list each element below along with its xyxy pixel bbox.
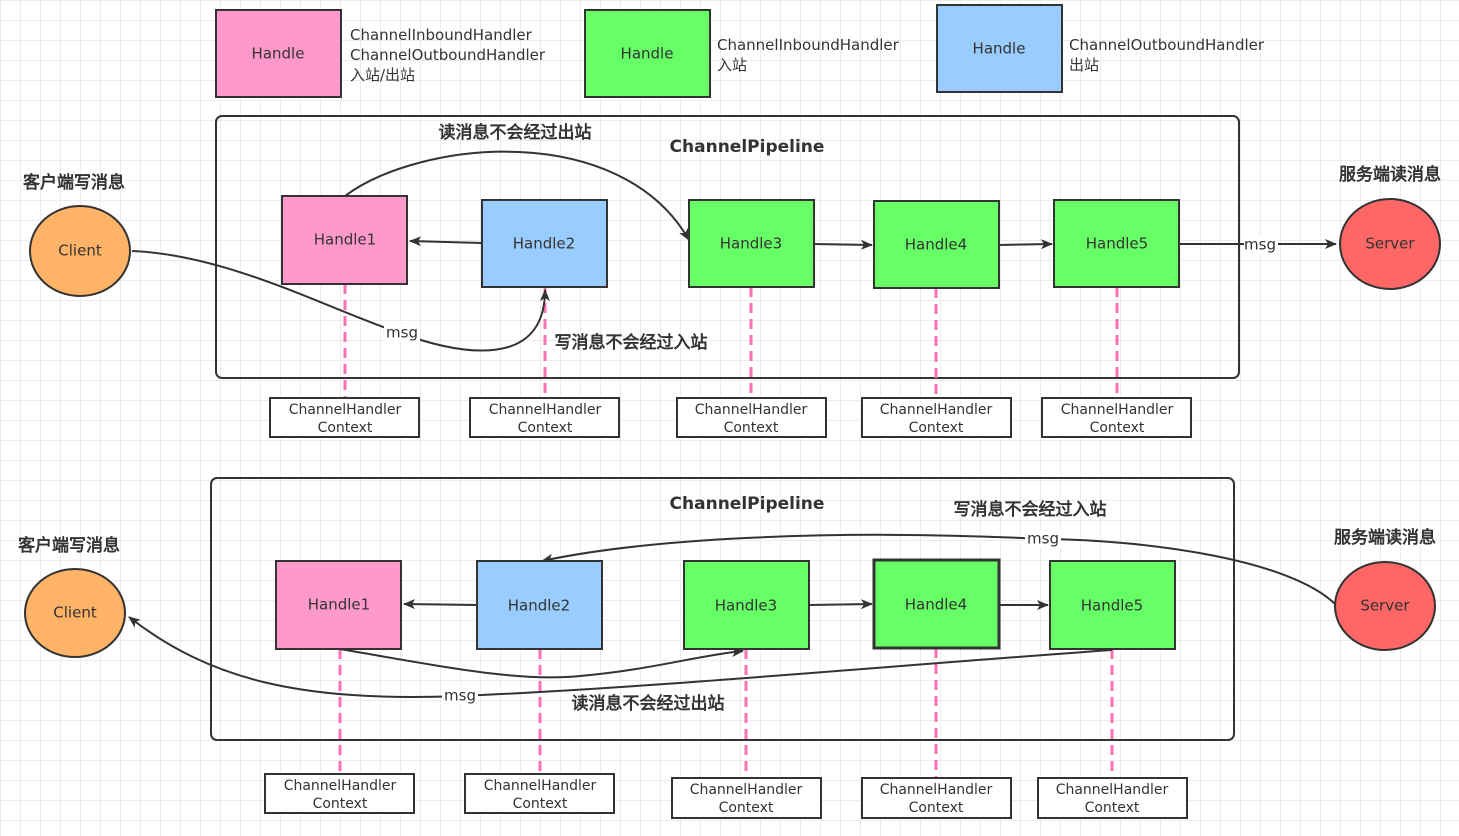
client-caption: 客户端写消息	[17, 535, 120, 556]
legend-text: ChannelOutboundHandler	[350, 46, 546, 64]
legend-inbound: Handle ChannelInboundHandler 入站	[584, 9, 900, 98]
pipeline-frame	[210, 477, 1235, 741]
legend-text: ChannelInboundHandler	[350, 26, 533, 44]
svg-text:Context: Context	[909, 800, 964, 816]
arrow	[813, 239, 873, 250]
handler-label: Handle3	[715, 597, 777, 615]
arrow	[998, 239, 1053, 250]
svg-text:ChannelHandler: ChannelHandler	[1061, 402, 1174, 418]
read-arrow	[128, 616, 1113, 698]
handler-label: Handle3	[720, 235, 782, 253]
legend-box-label: Handle	[621, 45, 674, 63]
msg-label: msg	[1244, 236, 1276, 254]
legend-text: 入站	[717, 56, 747, 74]
svg-text:ChannelHandler: ChannelHandler	[695, 402, 808, 418]
svg-text:Context: Context	[513, 796, 568, 812]
handler-5	[1049, 560, 1176, 650]
svg-text:ChannelHandler: ChannelHandler	[690, 782, 803, 798]
server-node	[1334, 561, 1436, 651]
handler-4	[872, 558, 1001, 650]
pipeline-frame	[215, 115, 1240, 379]
legend-box-inbound	[584, 9, 711, 98]
svg-text:ChannelHandler: ChannelHandler	[880, 782, 993, 798]
server-label: Server	[1365, 235, 1415, 253]
handler-2	[481, 199, 608, 288]
svg-text:Context: Context	[1090, 420, 1145, 436]
svg-text:Context: Context	[909, 420, 964, 436]
write-note: 写消息不会经过入站	[954, 499, 1107, 520]
server-caption: 服务端读消息	[1339, 164, 1441, 185]
handler-label: Handle5	[1086, 235, 1148, 253]
handler-label: Handle1	[308, 596, 370, 614]
read-arrow	[344, 150, 690, 241]
handler-label: Handle5	[1081, 597, 1143, 615]
svg-text:ChannelHandler: ChannelHandler	[484, 778, 597, 794]
svg-text:ChannelHandler: ChannelHandler	[1056, 782, 1169, 798]
handler-5	[1053, 199, 1180, 288]
legend-box-outbound	[936, 4, 1063, 93]
handler-3	[688, 199, 815, 288]
read-note: 读消息不会经过出站	[439, 122, 592, 143]
server-label: Server	[1360, 597, 1410, 615]
svg-text:Context: Context	[719, 800, 774, 816]
handler-label: Handle2	[513, 235, 575, 253]
server-node	[1339, 198, 1441, 290]
client-node	[24, 568, 126, 658]
pipeline-title: ChannelPipeline	[670, 137, 825, 157]
handler-2	[476, 560, 603, 650]
legend-text: ChannelInboundHandler	[717, 36, 900, 54]
handler-1	[281, 195, 408, 285]
handler-label: Handle4	[905, 236, 967, 254]
msg-label: msg	[1027, 530, 1059, 548]
pipeline-title: ChannelPipeline	[670, 494, 825, 514]
handler-label: Handle2	[508, 597, 570, 615]
msg-label: msg	[444, 687, 476, 705]
write-arrow	[541, 533, 1336, 605]
arrow	[409, 236, 483, 247]
bottom-pipeline: ChannelPipeline 写消息不会经过入站 读消息不会经过出站 客户端写…	[17, 477, 1436, 819]
svg-text:Context: Context	[313, 796, 368, 812]
legend-inout: Handle ChannelInboundHandler ChannelOutb…	[215, 9, 546, 98]
legend-box-label: Handle	[252, 45, 305, 63]
legend-text: ChannelOutboundHandler	[1069, 36, 1265, 54]
svg-text:ChannelHandler: ChannelHandler	[489, 402, 602, 418]
msg-label: msg	[386, 324, 418, 342]
svg-text:ChannelHandler: ChannelHandler	[880, 402, 993, 418]
inbound-arrow	[339, 647, 744, 679]
handler-1	[275, 560, 402, 650]
legend-box-label: Handle	[973, 40, 1026, 58]
handler-3	[683, 560, 810, 650]
svg-text:Context: Context	[1085, 800, 1140, 816]
arrow	[808, 599, 873, 610]
server-caption: 服务端读消息	[1334, 527, 1436, 548]
svg-text:Context: Context	[724, 420, 779, 436]
handler-label: Handle4	[905, 596, 967, 614]
client-caption: 客户端写消息	[22, 172, 125, 193]
client-label: Client	[53, 604, 97, 622]
svg-text:ChannelHandler: ChannelHandler	[289, 402, 402, 418]
client-label: Client	[58, 242, 102, 260]
read-note: 读消息不会经过出站	[572, 693, 725, 714]
client-node	[29, 205, 131, 297]
handler-4	[873, 200, 1000, 289]
write-note: 写消息不会经过入站	[555, 332, 708, 353]
svg-text:Context: Context	[518, 420, 573, 436]
legend-box-inout	[215, 9, 342, 98]
top-pipeline: ChannelPipeline 读消息不会经过出站 写消息不会经过入站 客户端写…	[22, 115, 1441, 438]
legend-text: 出站	[1069, 56, 1099, 74]
handler-label: Handle1	[314, 231, 376, 249]
svg-text:ChannelHandler: ChannelHandler	[284, 778, 397, 794]
legend-text: 入站/出站	[350, 66, 415, 84]
svg-text:Context: Context	[318, 420, 373, 436]
arrow	[403, 599, 478, 610]
legend-outbound: Handle ChannelOutboundHandler 出站	[936, 4, 1265, 93]
